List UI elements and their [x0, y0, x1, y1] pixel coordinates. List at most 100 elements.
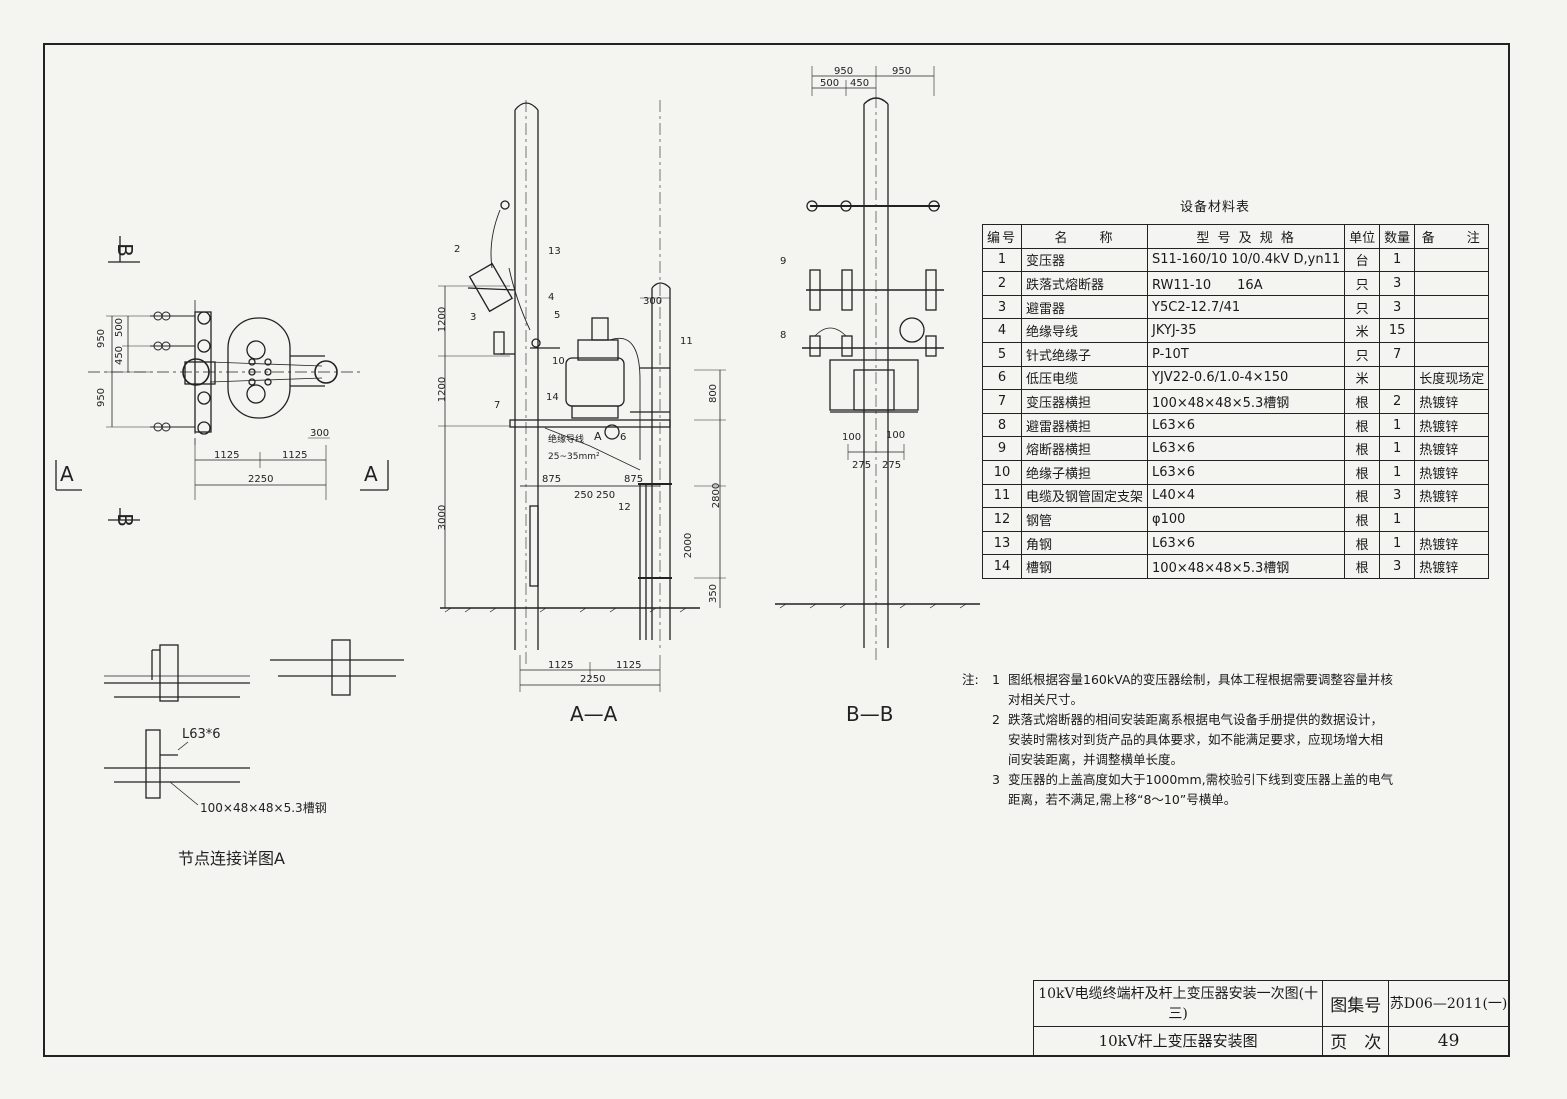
- aa-conductor-note: 绝缘导线: [548, 435, 585, 445]
- bb-title: B—B: [846, 702, 894, 726]
- materials-table-title: 设备材料表: [1180, 200, 1251, 215]
- table-cell: 米: [1344, 365, 1381, 391]
- aa-elevation: [438, 100, 726, 692]
- table-cell: [1414, 318, 1490, 343]
- aa-dim-2000: 2000: [683, 532, 695, 559]
- plan-dim-950-bottom: 950: [96, 387, 108, 408]
- table-cell: 3: [981, 294, 1023, 320]
- table-cell: 根: [1344, 436, 1381, 461]
- aa-dim-2250: 2250: [580, 674, 606, 685]
- plan-dim-1125-right: 1125: [282, 450, 308, 461]
- table-cell: 避雷器横担: [1021, 412, 1149, 438]
- table-cell: L40×4: [1147, 483, 1346, 509]
- table-cell: L63×6: [1147, 436, 1346, 461]
- table-cell: L63×6: [1147, 459, 1346, 485]
- table-cell: 2: [981, 271, 1023, 296]
- note-text: 安装时需核对到货产品的具体要求，如不能满足要求，应现场增大相: [1008, 732, 1384, 747]
- table-cell: 热镀锌: [1414, 412, 1490, 438]
- table-cell: 熔断器横担: [1021, 436, 1149, 461]
- table-cell: 1: [1379, 459, 1416, 485]
- table-cell: 角钢: [1021, 530, 1149, 556]
- table-cell: 钢管: [1021, 507, 1149, 532]
- table-cell: RW11-10 16A: [1147, 271, 1346, 296]
- plan-dim-2250: 2250: [248, 474, 274, 485]
- table-cell: 槽钢: [1021, 554, 1149, 579]
- plan-dim-300: 300: [310, 428, 330, 439]
- table-cell: 热镀锌: [1414, 459, 1490, 485]
- table-cell: 热镀锌: [1414, 530, 1490, 556]
- table-cell: 10: [981, 459, 1023, 485]
- aa-callout-10: 10: [552, 356, 565, 367]
- table-cell: 12: [981, 507, 1023, 532]
- table-cell: 5: [981, 341, 1023, 367]
- table-cell: 针式绝缘子: [1021, 341, 1149, 367]
- table-cell: 1: [1379, 247, 1416, 273]
- note-line: 距离，若不满足,需上移“8～10”号横单。: [962, 790, 1482, 810]
- table-cell: 1: [1379, 436, 1416, 461]
- table-cell: 低压电缆: [1021, 365, 1149, 391]
- table-cell: 7: [981, 389, 1023, 414]
- header-cell: 名 称: [1021, 224, 1149, 249]
- aa-dim-3000: 3000: [437, 504, 449, 531]
- table-cell: 1: [981, 247, 1023, 273]
- note-line: 对相关尺寸。: [962, 690, 1482, 710]
- header-cell: 型 号 及 规 格: [1147, 224, 1346, 249]
- table-cell: 避雷器: [1021, 294, 1149, 320]
- table-cell: 100×48×48×5.3槽钢: [1147, 554, 1346, 579]
- table-cell: 15: [1379, 318, 1416, 343]
- table-cell: 1: [1379, 507, 1416, 532]
- aa-dim-1200-top: 1200: [437, 306, 449, 333]
- table-cell: 1: [1379, 530, 1416, 556]
- table-cell: L63×6: [1147, 412, 1346, 438]
- atlas-label: 图集号: [1322, 980, 1390, 1027]
- table-cell: 8: [981, 412, 1023, 438]
- table-cell: 1: [1379, 412, 1416, 438]
- aa-dim-250-right: 250: [596, 490, 616, 501]
- aa-callout-5: 5: [554, 310, 561, 321]
- table-cell: 9: [981, 436, 1023, 461]
- plan-dim-950-top: 950: [96, 328, 108, 349]
- table-cell: 变压器: [1021, 247, 1149, 273]
- bb-dim-500: 500: [820, 78, 840, 89]
- header-cell: 备 注: [1414, 224, 1490, 249]
- table-cell: 只: [1344, 271, 1381, 296]
- table-cell: S11-160/10 10/0.4kV D,yn11: [1147, 247, 1346, 273]
- table-cell: 绝缘子横担: [1021, 459, 1149, 485]
- note-number: 1: [992, 672, 1000, 687]
- table-cell: 7: [1379, 341, 1416, 367]
- section-b-bottom: B: [112, 513, 137, 527]
- detail-channel-label: 100×48×48×5.3槽钢: [200, 801, 327, 815]
- table-cell: 根: [1344, 459, 1381, 485]
- bb-dim-950-left: 950: [834, 66, 854, 77]
- table-cell: [1379, 365, 1416, 391]
- aa-title: A—A: [570, 702, 618, 726]
- table-cell: [1414, 341, 1490, 367]
- table-cell: 3: [1379, 483, 1416, 509]
- sub-title: 10kV杆上变压器安装图: [1032, 1025, 1324, 1057]
- aa-callout-2: 2: [454, 244, 461, 255]
- bb-dim-275-left: 275: [852, 460, 872, 471]
- note-text: 对相关尺寸。: [1008, 692, 1084, 707]
- aa-section-note: 25~35mm²: [548, 452, 600, 462]
- note-number: 2: [992, 712, 1000, 727]
- table-cell: 2: [1379, 389, 1416, 414]
- table-cell: 3: [1379, 294, 1416, 320]
- bb-dim-275-right: 275: [882, 460, 902, 471]
- header-cell: 单位: [1344, 224, 1381, 249]
- aa-dim-1125-left: 1125: [548, 660, 574, 671]
- table-cell: 11: [981, 483, 1023, 509]
- note-line: 安装时需核对到货产品的具体要求，如不能满足要求，应现场增大相: [962, 730, 1482, 750]
- table-cell: 根: [1344, 483, 1381, 509]
